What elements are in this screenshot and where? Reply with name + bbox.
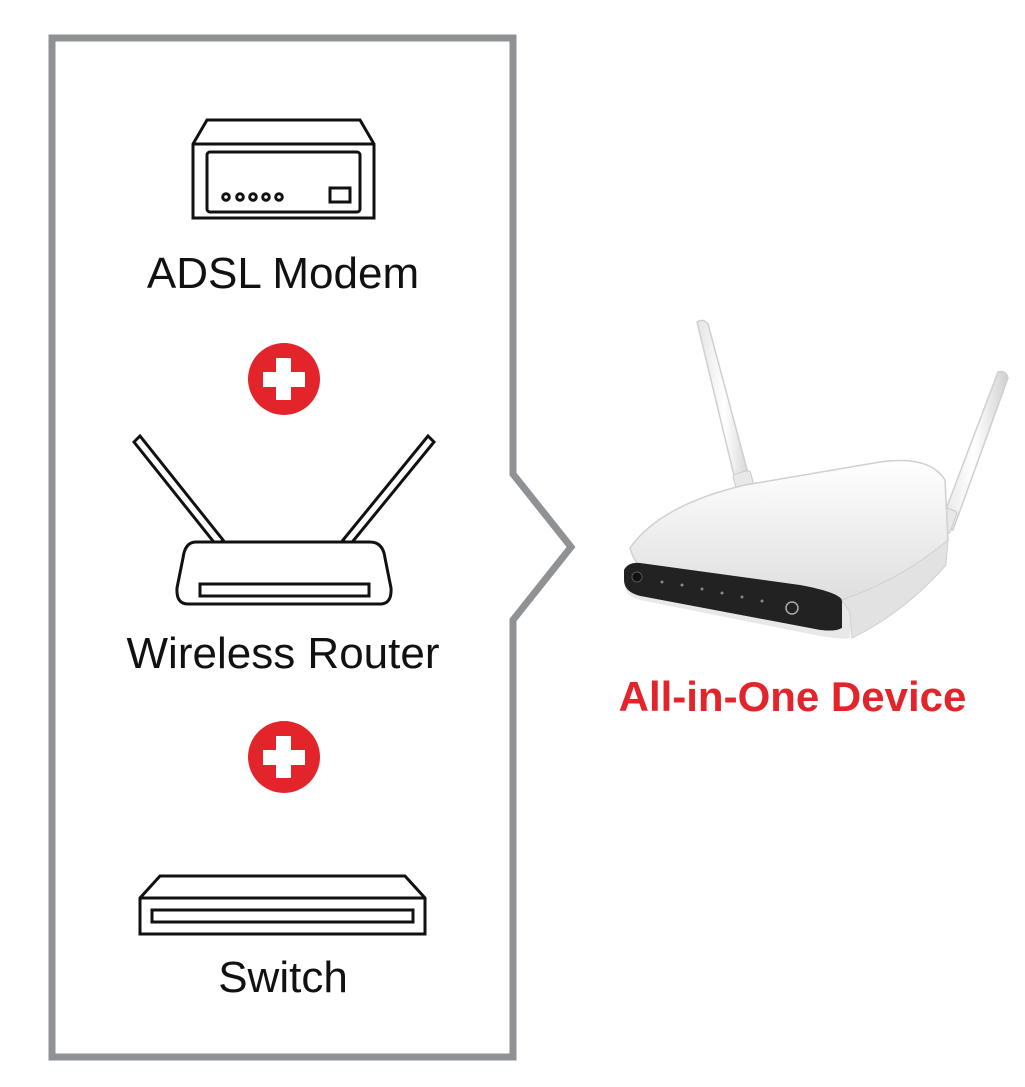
- modem-label: ADSL Modem: [146, 249, 420, 298]
- switch-label: Switch: [218, 953, 348, 1002]
- plus-icon: [248, 343, 320, 415]
- router-icon: [131, 433, 437, 606]
- router-label: Wireless Router: [126, 629, 440, 678]
- plus-icon: [248, 721, 320, 793]
- all-in-one-label: All-in-One Device: [618, 673, 967, 720]
- modem-icon: [191, 118, 376, 220]
- grouping-frame: [48, 34, 576, 1061]
- switch-icon: [138, 874, 427, 936]
- all-in-one-router-icon: [624, 319, 1009, 639]
